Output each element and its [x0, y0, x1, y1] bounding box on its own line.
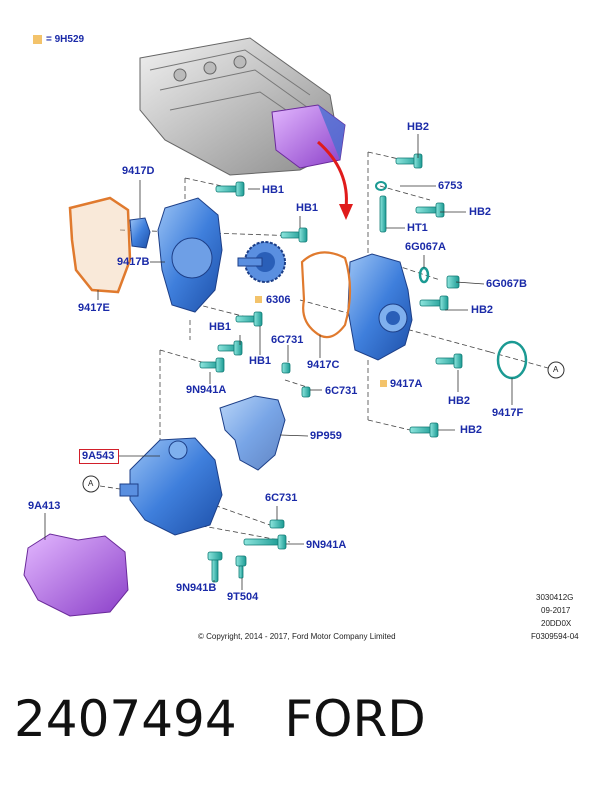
label-9n941a: 9N941A [186, 384, 227, 396]
label-leaders [44, 134, 513, 590]
copyright-text: © Copyright, 2014 - 2017, Ford Motor Com… [198, 632, 396, 641]
label-6753: 6753 [438, 180, 463, 192]
label-9t504: 9T504 [227, 591, 259, 603]
part-caption: 2407494 FORD [14, 690, 426, 748]
label-hb2: HB2 [448, 395, 471, 407]
legend: = 9H529 [33, 34, 84, 45]
label-9417f: 9417F [492, 407, 524, 419]
fitting-9417d [129, 217, 151, 249]
part-number: 2407494 [14, 690, 237, 748]
label-hb2: HB2 [469, 206, 492, 218]
label-hb2: HB2 [460, 424, 483, 436]
label-9417d: 9417D [122, 165, 155, 177]
label-hb1: HB1 [262, 184, 285, 196]
front-cover-part [347, 253, 413, 361]
ref-code-2: 09-2017 [541, 606, 571, 615]
label-hb1: HB1 [296, 202, 319, 214]
label-9n941b: 9N941B [176, 582, 217, 594]
ref-code-4: F0309594-04 [531, 632, 579, 641]
fasteners [199, 153, 463, 583]
label-9417a: 9417A [390, 378, 423, 390]
legend-text: = 9H529 [46, 34, 85, 45]
label-hb2: HB2 [407, 121, 430, 133]
label-6c731: 6C731 [325, 385, 358, 397]
label-6306: 6306 [266, 294, 291, 306]
brand-name: FORD [284, 690, 426, 748]
label-9417b: 9417B [117, 256, 150, 268]
callout-circle-a-right [547, 361, 565, 379]
exploded-parts-diagram [23, 37, 565, 617]
label-9a543-highlighted: 9A543 [79, 449, 119, 464]
o-ring-6g067a [418, 266, 430, 284]
cover-9a413 [23, 533, 129, 617]
ref-code-3: 20DD0X [541, 619, 572, 628]
label-hb1: HB1 [209, 321, 232, 333]
direction-arrow [317, 140, 348, 209]
label-6g067b: 6G067B [486, 278, 527, 290]
fuel-pump-9a543 [119, 437, 223, 536]
gasket-9417e [68, 196, 132, 294]
label-6g067a: 6G067A [405, 241, 446, 253]
callout-a-right: A [553, 365, 559, 374]
label-9a413: 9A413 [28, 500, 61, 512]
ref-code-1: 3030412G [536, 593, 574, 602]
label-6c731: 6C731 [271, 334, 304, 346]
label-6c731: 6C731 [265, 492, 298, 504]
label-9p959: 9P959 [310, 430, 342, 442]
engine-block-image [139, 37, 346, 176]
callout-a-left: A [88, 479, 94, 488]
pump-housing-9417b [157, 197, 223, 313]
bracket-9p959 [219, 395, 286, 471]
o-ring-6753 [375, 181, 387, 191]
label-ht1: HT1 [407, 222, 428, 234]
label-hb2: HB2 [471, 304, 494, 316]
label-hb1: HB1 [249, 355, 272, 367]
gasket-9417c [300, 251, 352, 339]
label-9417c: 9417C [307, 359, 340, 371]
legend-swatch [33, 35, 42, 44]
label-9n941a: 9N941A [306, 539, 347, 551]
o-ring-9417f [496, 340, 528, 380]
label-9417e: 9417E [78, 302, 110, 314]
gear-6306 [237, 241, 286, 283]
callout-circle-a-left [82, 475, 100, 493]
